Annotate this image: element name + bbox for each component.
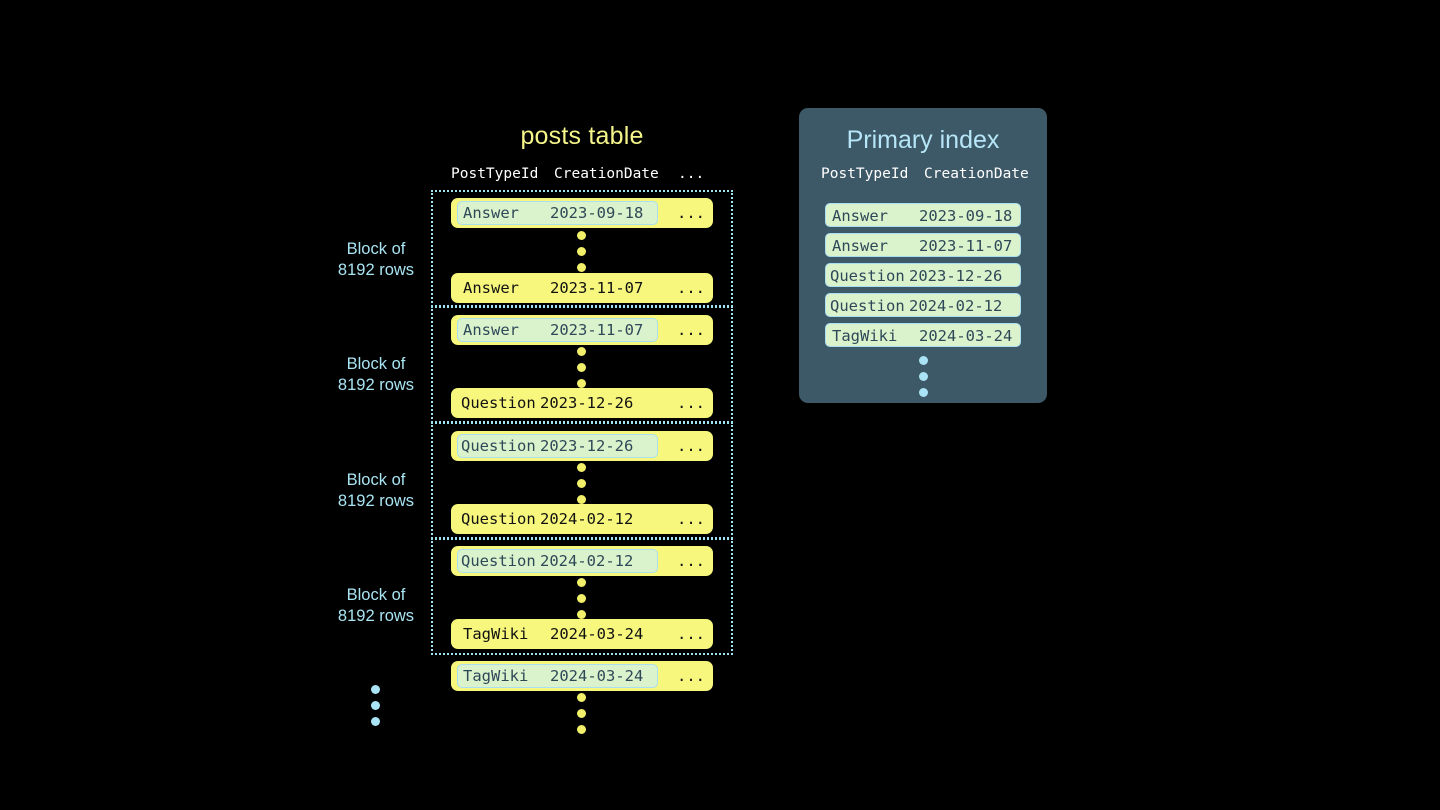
cell-ellipsis: ... <box>677 321 705 339</box>
cell-posttypeid: TagWiki <box>463 667 529 685</box>
cell-posttypeid: Question <box>830 297 905 315</box>
cell-ellipsis: ... <box>677 279 705 297</box>
cell-creationdate: 2023-11-07 <box>550 321 644 339</box>
cell-ellipsis: ... <box>677 394 705 412</box>
row-ellipsis-dots <box>577 578 586 626</box>
cell-posttypeid: Question <box>461 552 536 570</box>
cell-creationdate: 2024-02-12 <box>540 510 634 528</box>
cell-creationdate: 2023-09-18 <box>550 204 644 222</box>
posts-table-column-headers: PostTypeId CreationDate ... <box>431 166 733 186</box>
block-3-label: Block of 8192 rows <box>311 470 441 512</box>
cell-ellipsis: ... <box>677 667 705 685</box>
cell-posttypeid: TagWiki <box>463 625 529 643</box>
index-entry[interactable]: Answer 2023-09-18 <box>825 203 1021 227</box>
cell-creationdate: 2024-03-24 <box>550 625 644 643</box>
table-row[interactable]: Question 2023-12-26 ... <box>451 431 713 461</box>
table-row[interactable]: Question 2023-12-26 ... <box>451 388 713 418</box>
primary-index-column-headers: PostTypeId CreationDate <box>799 166 1047 186</box>
column-header-ellipsis: ... <box>678 166 705 182</box>
cell-posttypeid: Answer <box>463 321 519 339</box>
cell-creationdate: 2024-02-12 <box>909 297 1003 315</box>
cell-creationdate: 2024-03-24 <box>550 667 644 685</box>
column-header-creationdate: CreationDate <box>554 166 659 182</box>
cell-posttypeid: Answer <box>832 207 888 225</box>
cell-ellipsis: ... <box>677 552 705 570</box>
block-4-label-line1: Block of <box>346 586 406 604</box>
cell-posttypeid: Question <box>461 394 536 412</box>
index-entry[interactable]: Question 2023-12-26 <box>825 263 1021 287</box>
block-3-label-line1: Block of <box>346 471 406 489</box>
table-continuation-dots <box>577 693 586 741</box>
table-row[interactable]: Answer 2023-11-07 ... <box>451 315 713 345</box>
cell-creationdate: 2024-02-12 <box>540 552 634 570</box>
cell-creationdate: 2023-12-26 <box>909 267 1003 285</box>
cell-creationdate: 2023-12-26 <box>540 394 634 412</box>
row-ellipsis-dots <box>577 231 586 279</box>
column-header-posttypeid: PostTypeId <box>451 166 539 182</box>
block-2-label-line2: 8192 rows <box>337 376 415 394</box>
cell-creationdate: 2023-09-18 <box>919 207 1013 225</box>
table-row[interactable]: Question 2024-02-12 ... <box>451 546 713 576</box>
block-2-label-line1: Block of <box>346 355 406 373</box>
index-entry[interactable]: Answer 2023-11-07 <box>825 233 1021 257</box>
cell-posttypeid: Answer <box>463 204 519 222</box>
primary-index-panel: Primary index PostTypeId CreationDate An… <box>799 108 1047 403</box>
primary-index-title: Primary index <box>846 126 1000 154</box>
cell-creationdate: 2024-03-24 <box>919 327 1013 345</box>
block-1-label-line2: 8192 rows <box>337 261 415 279</box>
cell-posttypeid: Question <box>461 437 536 455</box>
block-2-label: Block of 8192 rows <box>311 354 441 396</box>
block-4 <box>431 538 733 655</box>
index-entry[interactable]: Question 2024-02-12 <box>825 293 1021 317</box>
index-column-header-posttypeid: PostTypeId <box>821 166 909 182</box>
row-highlight-pill <box>457 434 658 458</box>
cell-ellipsis: ... <box>677 204 705 222</box>
block-3-label-line2: 8192 rows <box>337 492 415 510</box>
block-4-label-line2: 8192 rows <box>337 607 415 625</box>
block-4-label: Block of 8192 rows <box>311 585 441 627</box>
index-column-header-creationdate: CreationDate <box>924 166 1029 182</box>
table-row[interactable]: Question 2024-02-12 ... <box>451 504 713 534</box>
cell-posttypeid: Question <box>830 267 905 285</box>
cell-posttypeid: Answer <box>463 279 519 297</box>
cell-creationdate: 2023-12-26 <box>540 437 634 455</box>
block-1-label-line1: Block of <box>346 240 406 258</box>
table-row[interactable]: TagWiki 2024-03-24 ... <box>451 661 713 691</box>
cell-posttypeid: Answer <box>832 237 888 255</box>
row-highlight-pill <box>457 549 658 573</box>
row-highlight-pill <box>457 201 658 225</box>
cell-posttypeid: Question <box>461 510 536 528</box>
cell-posttypeid: TagWiki <box>832 327 898 345</box>
block-1-label: Block of 8192 rows <box>311 239 441 281</box>
cell-ellipsis: ... <box>677 625 705 643</box>
block-continuation-dots <box>371 685 380 733</box>
cell-ellipsis: ... <box>677 510 705 528</box>
row-ellipsis-dots <box>577 347 586 395</box>
cell-ellipsis: ... <box>677 437 705 455</box>
table-row[interactable]: Answer 2023-09-18 ... <box>451 198 713 228</box>
cell-creationdate: 2023-11-07 <box>550 279 644 297</box>
row-highlight-pill <box>457 664 658 688</box>
index-entry[interactable]: TagWiki 2024-03-24 <box>825 323 1021 347</box>
row-highlight-pill <box>457 318 658 342</box>
posts-table-title: posts table <box>520 122 644 150</box>
row-ellipsis-dots <box>577 463 586 511</box>
table-row[interactable]: Answer 2023-11-07 ... <box>451 273 713 303</box>
table-row[interactable]: TagWiki 2024-03-24 ... <box>451 619 713 649</box>
index-continuation-dots <box>919 356 928 404</box>
cell-creationdate: 2023-11-07 <box>919 237 1013 255</box>
